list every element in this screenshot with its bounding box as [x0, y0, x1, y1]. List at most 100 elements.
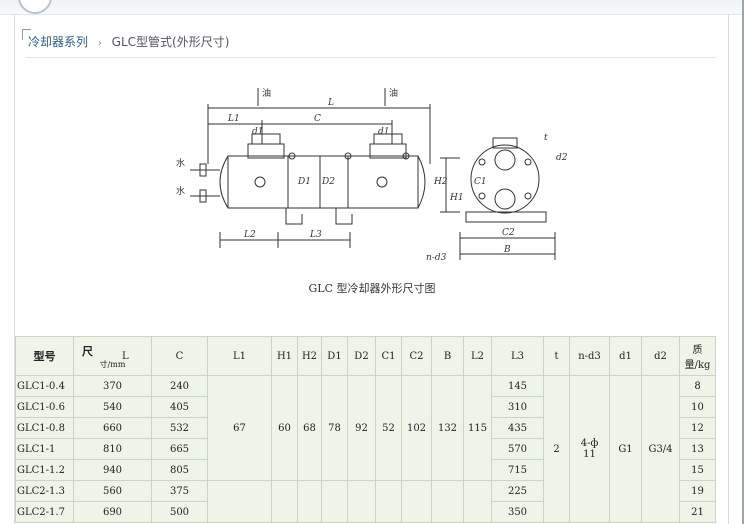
header-H1: H1 — [271, 336, 298, 376]
cell-L1: 67 — [207, 375, 272, 481]
water-label-top: 水 — [176, 157, 185, 169]
cell-C: 405 — [151, 396, 208, 418]
cell-mass: 8 — [679, 375, 716, 397]
cell-L3: 570 — [491, 438, 544, 460]
spec-table: 型号 尺 寸/mm L C L1 H1 H2 D1 D2 C1 C2 B L2 … — [15, 336, 716, 523]
cell-L: 540 — [73, 396, 152, 418]
header-t: t — [543, 336, 570, 376]
cell-mass: 12 — [679, 417, 716, 439]
header-model: 型号 — [15, 336, 74, 376]
cell-empty — [431, 480, 464, 523]
dim-d1-left-label: d1 — [252, 127, 264, 137]
breadcrumb-divider — [26, 57, 716, 58]
cell-nd3-bottom: 11 — [583, 449, 596, 460]
cell-B: 132 — [431, 375, 464, 481]
cell-empty — [463, 480, 492, 523]
dim-D2-label: D2 — [321, 177, 335, 187]
cell-C: 500 — [151, 501, 208, 523]
header-L2: L2 — [463, 336, 492, 376]
header-B: B — [431, 336, 464, 376]
header-C2: C2 — [401, 336, 432, 376]
cell-C: 240 — [151, 375, 208, 397]
cell-mass: 19 — [679, 480, 716, 502]
cell-empty — [347, 480, 376, 523]
figure-caption: GLC 型冷却器外形尺寸图 — [308, 282, 436, 295]
cell-C: 805 — [151, 459, 208, 481]
cell-L: 370 — [73, 375, 152, 397]
cell-L3: 715 — [491, 459, 544, 481]
cell-L: 810 — [73, 438, 152, 460]
cell-D1: 78 — [321, 375, 348, 481]
cell-L3: 350 — [491, 501, 544, 523]
header-d2: d2 — [641, 336, 680, 376]
dim-nd3-label: n-d3 — [426, 253, 447, 263]
cell-L3: 145 — [491, 375, 544, 397]
cell-mass: 21 — [679, 501, 716, 523]
cell-model: GLC1-1 — [15, 438, 74, 460]
cell-d1: G1 — [609, 375, 642, 523]
dim-L1-label: L1 — [227, 114, 240, 124]
cell-mass: 15 — [679, 459, 716, 481]
top-strip — [0, 0, 744, 15]
cell-L3: 225 — [491, 480, 544, 502]
dim-L3-label: L3 — [309, 230, 322, 240]
dim-L2-label: L2 — [243, 230, 256, 240]
cell-model: GLC2-1.3 — [15, 480, 74, 502]
dim-B-label: B — [503, 245, 511, 255]
cell-empty — [375, 480, 402, 523]
header-L-label: L — [122, 351, 129, 362]
header-size: 尺 寸/mm L — [73, 336, 152, 376]
cell-L: 940 — [73, 459, 152, 481]
cell-L3: 435 — [491, 417, 544, 439]
cell-empty — [401, 480, 432, 523]
cell-t: 2 — [543, 375, 570, 523]
cell-L3: 310 — [491, 396, 544, 418]
cell-C2: 102 — [401, 375, 432, 481]
oil-label-left: 油 — [262, 87, 271, 99]
cell-C1: 52 — [375, 375, 402, 481]
cell-empty — [297, 480, 322, 523]
breadcrumb-root-link[interactable]: 冷却器系列 — [28, 35, 89, 49]
dim-L-label: L — [327, 98, 334, 108]
cell-L: 660 — [73, 417, 152, 439]
header-D2: D2 — [347, 336, 376, 376]
cell-C: 375 — [151, 480, 208, 502]
header-mass: 质 量/kg — [679, 336, 716, 376]
dim-H1-label: H1 — [449, 193, 464, 203]
dim-d1-right-label: d1 — [378, 127, 390, 137]
header-nd3: n-d3 — [569, 336, 610, 376]
cell-D2: 92 — [347, 375, 376, 481]
right-border — [728, 14, 729, 524]
dim-C-label: C — [314, 114, 321, 124]
cell-d2: G3/4 — [641, 375, 680, 523]
header-L3: L3 — [491, 336, 544, 376]
cell-L: 560 — [73, 480, 152, 502]
dim-H2-label: H2 — [433, 177, 448, 187]
breadcrumb-separator: › — [97, 38, 102, 49]
cell-empty — [321, 480, 348, 523]
cell-model: GLC1-0.6 — [15, 396, 74, 418]
header-L1: L1 — [207, 336, 272, 376]
header-C1: C1 — [375, 336, 402, 376]
header-C: C — [151, 336, 208, 376]
dim-d2-label: d2 — [556, 153, 568, 163]
cell-mass: 13 — [679, 438, 716, 460]
dim-t-label: t — [544, 133, 548, 143]
cell-model: GLC1-0.8 — [15, 417, 74, 439]
cell-empty — [271, 480, 298, 523]
cell-nd3-top: 4-ф — [580, 438, 599, 449]
cell-L2: 115 — [463, 375, 492, 481]
header-H2: H2 — [297, 336, 322, 376]
table-header-row: 型号 尺 寸/mm L C L1 H1 H2 D1 D2 C1 C2 B L2 … — [15, 336, 716, 376]
cell-L: 690 — [73, 501, 152, 523]
dim-D1-label: D1 — [297, 177, 311, 187]
dim-C1-label: C1 — [474, 177, 487, 187]
cell-model: GLC1-0.4 — [15, 375, 74, 397]
cell-C: 665 — [151, 438, 208, 460]
